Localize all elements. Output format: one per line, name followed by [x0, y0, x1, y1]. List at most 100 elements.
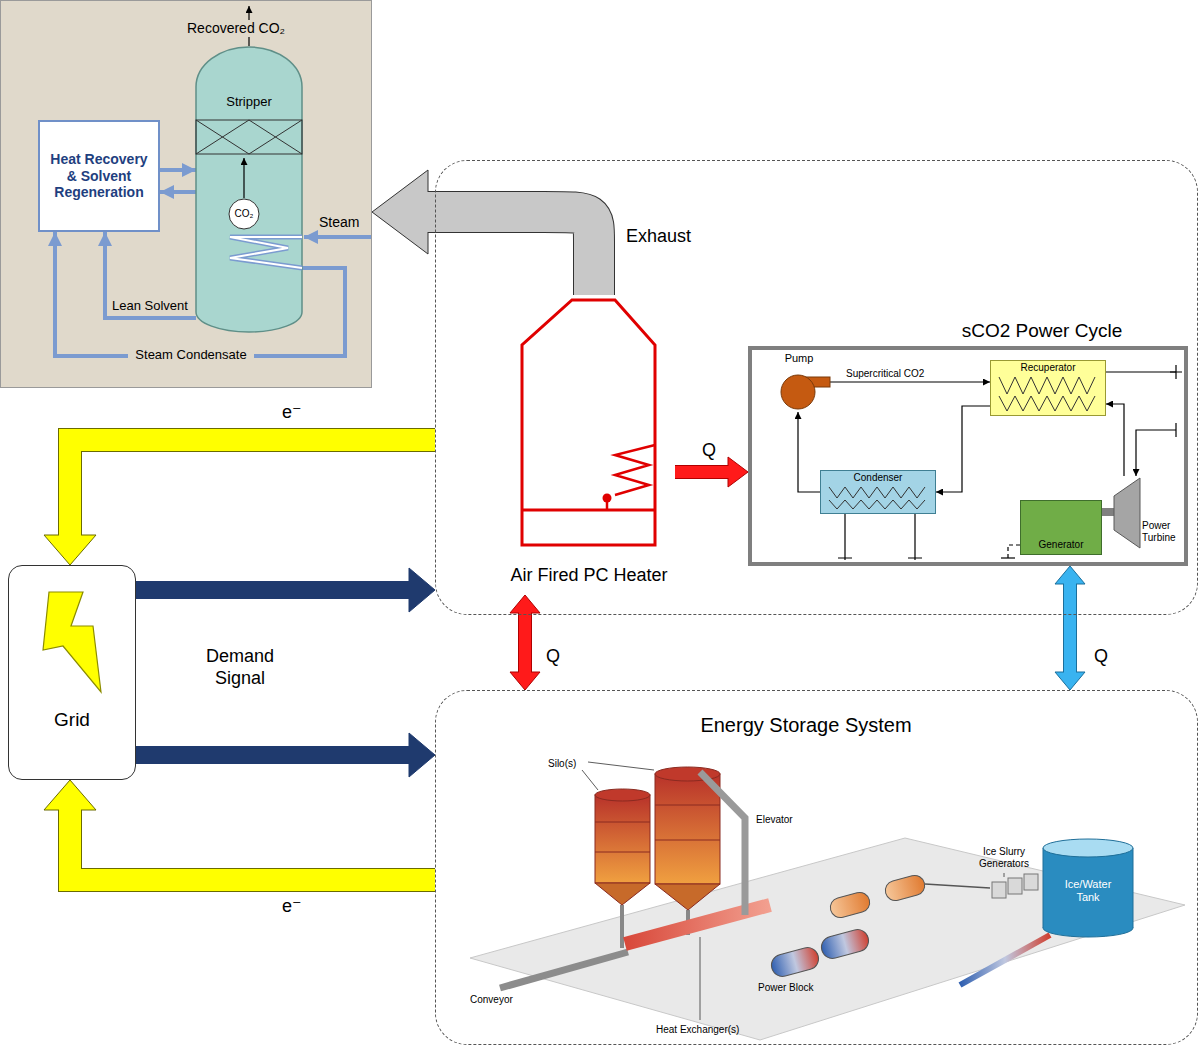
heater-vessel: Air Fired PC Heater — [503, 295, 675, 595]
node-label: Recovered CO₂ — [151, 20, 321, 37]
power-block-cylinder — [828, 890, 872, 920]
signal-arrow — [409, 733, 435, 777]
pipe-break-tick — [1175, 423, 1176, 437]
capture-panel: Recovered CO₂ Steam Heat Recovery & Solven… — [0, 0, 372, 388]
process-line — [830, 382, 990, 383]
power-arrow — [44, 440, 435, 565]
process-line — [1106, 404, 1124, 476]
heat-arrow — [728, 457, 748, 487]
edge-label: Q — [1094, 646, 1118, 668]
tank-symbol — [1043, 848, 1133, 928]
capture-panel-fill — [0, 0, 372, 388]
solvent-pipe — [105, 232, 196, 318]
exhaust-arrow — [426, 212, 594, 295]
silo-top — [595, 789, 650, 801]
process-line — [830, 381, 990, 382]
power-plant-region: Air Fired PC Heater sCO2 Power CyclePumpR… — [435, 160, 1198, 615]
silo-cone — [595, 883, 650, 905]
power-block-cylinder — [828, 890, 872, 920]
process-line — [936, 406, 990, 492]
heat-exchanger-symbol — [999, 396, 1095, 411]
slurry-generator — [992, 882, 1006, 898]
generator-box: Generator — [1020, 500, 1102, 555]
turbine-symbol — [1114, 476, 1184, 560]
stripper-vessel — [230, 237, 302, 268]
node-label: Generator — [1021, 539, 1101, 551]
bubble-outline — [229, 199, 259, 229]
turbine-inlet-pipe — [1136, 430, 1176, 476]
signal-arrow — [136, 746, 411, 764]
pipe-break-tick — [1001, 557, 1015, 558]
tank-symbol — [1043, 848, 1133, 928]
slurry-line — [925, 884, 990, 888]
co2-bubble: CO₂ — [228, 198, 260, 230]
heat-arrow — [510, 672, 540, 690]
cold-arrow — [1055, 566, 1085, 690]
heat-arrow — [510, 595, 540, 613]
power-block-cylinder — [883, 873, 927, 903]
node-label: Heat Recovery & Solvent Regeneration — [50, 151, 148, 201]
stripper-vessel — [196, 47, 302, 332]
ice-water-tank: Ice/Water Tank — [1042, 838, 1134, 938]
node-label: Condenser — [821, 472, 935, 484]
edge-label: Q — [546, 646, 570, 668]
edge-label: e⁻ — [282, 402, 312, 424]
node-label: Pump — [772, 352, 826, 365]
silo-band — [655, 805, 720, 840]
cold-arrow — [1055, 566, 1085, 584]
power-block-turbine — [769, 945, 821, 979]
exhaust-arrow — [372, 170, 428, 254]
node-label: Energy Storage System — [636, 713, 976, 737]
power-arrow — [44, 535, 96, 565]
solvent-pipe — [105, 232, 196, 318]
annotation-label: Heat Exchanger(s) — [656, 1024, 752, 1036]
silo-band — [595, 822, 650, 852]
heat-exchanger-symbol — [829, 500, 925, 509]
slurry-generator — [1008, 878, 1022, 894]
process-box: Heat Recovery & Solvent Regeneration — [38, 120, 160, 232]
annotation-label: Elevator — [756, 814, 806, 826]
signal-arrow — [409, 568, 435, 612]
pump-symbol — [781, 375, 815, 409]
storage-illustration — [470, 762, 1185, 1040]
power-block-turbine — [819, 927, 871, 961]
stripper-vessel — [243, 158, 244, 198]
edge-label: e⁻ — [282, 896, 312, 918]
cooling-water-pipe — [845, 514, 915, 560]
recuperator-box: Recuperator — [990, 360, 1106, 416]
annotation-label: Ice Slurry Generators — [974, 846, 1034, 870]
solvent-pipe — [160, 170, 196, 171]
signal-arrow — [136, 733, 435, 777]
process-line — [798, 412, 820, 492]
power-block-cylinder — [883, 873, 927, 903]
heat-arrow — [519, 611, 531, 674]
cold-arrow — [1064, 582, 1076, 674]
solvent-pipe — [160, 168, 196, 172]
heat-arrow — [510, 595, 540, 690]
recuperator-outlet-pipe — [1106, 371, 1176, 372]
node-label: Steam — [319, 214, 371, 231]
process-line — [798, 412, 820, 492]
power-arrow — [70, 440, 435, 535]
lightning-symbol — [43, 592, 101, 692]
stripper-column: StripperCO₂ — [196, 42, 302, 334]
stripper-vessel — [230, 237, 302, 268]
turbine-shaft — [1102, 512, 1114, 513]
edge-label: Q — [702, 440, 726, 462]
ground-plate — [470, 838, 1185, 1040]
node-label: Stripper — [196, 94, 302, 110]
node-label: sCO2 Power Cycle — [902, 320, 1182, 343]
node-label: Grid — [9, 709, 135, 732]
leader-line — [582, 762, 1004, 1020]
heat-arrow — [675, 457, 748, 487]
heater-outline — [603, 494, 612, 503]
heater-outline — [522, 509, 655, 512]
silo-cone — [655, 884, 720, 910]
silo — [655, 774, 720, 884]
tank-symbol — [1043, 839, 1133, 857]
heater-outline — [615, 445, 655, 495]
node-label: Power Turbine — [1142, 520, 1182, 544]
cold-arrow — [1055, 672, 1085, 690]
